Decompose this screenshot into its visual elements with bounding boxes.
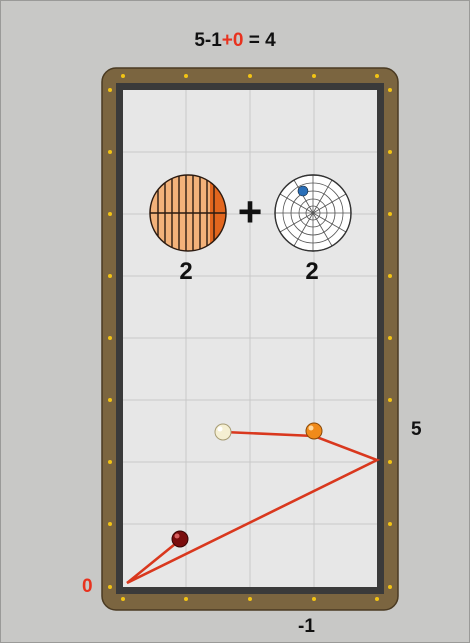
- object-ball-red: [172, 531, 188, 547]
- plus-icon: +: [238, 188, 263, 235]
- cue-ball: [215, 424, 231, 440]
- rail-label-bottom: -1: [298, 616, 315, 638]
- object-ball-orange: [306, 423, 322, 439]
- spin-number: 2: [305, 258, 318, 285]
- stripe-ball-icon: [150, 175, 226, 251]
- spin-target-icon: [275, 175, 351, 251]
- rail-label-right: 5: [411, 419, 422, 441]
- spin-point-dot: [298, 186, 308, 196]
- corner-start-label: 0: [82, 576, 93, 598]
- stripe-number: 2: [179, 258, 192, 285]
